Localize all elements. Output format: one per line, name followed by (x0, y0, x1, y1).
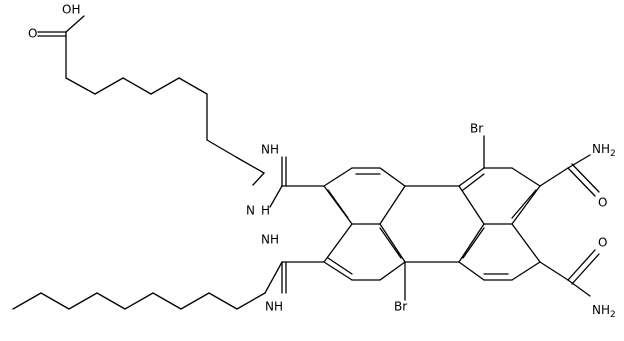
bromine-bottom-label: Br (394, 300, 407, 314)
amidine-n-top-label: N (246, 204, 255, 218)
bromine-top-label: Br (470, 122, 483, 136)
acid-oxygen-label: O (28, 27, 37, 41)
amide-nh2-bottom-label: NH2 (592, 303, 616, 320)
octyl-chain-bonds (12, 292, 266, 310)
perylene-core-bonds (323, 167, 541, 281)
amide-bonds (539, 154, 600, 297)
amidine-nh-bottom-label: NH (265, 300, 283, 314)
imine-bottom-label: NH (261, 233, 279, 247)
amidine-h-top-label: H (261, 204, 270, 218)
acid-chain-bonds (37, 15, 265, 186)
imine-top-label: NH (261, 143, 279, 157)
bromine-bonds (404, 135, 485, 301)
amide-oxygen-bottom-label: O (598, 236, 607, 250)
hydroxyl-label: OH (62, 3, 80, 17)
amide-oxygen-top-label: O (598, 196, 607, 210)
top-amidine-bonds (269, 156, 325, 208)
amide-nh2-top-label: NH2 (592, 142, 616, 159)
bottom-amidine-bonds (264, 261, 325, 294)
